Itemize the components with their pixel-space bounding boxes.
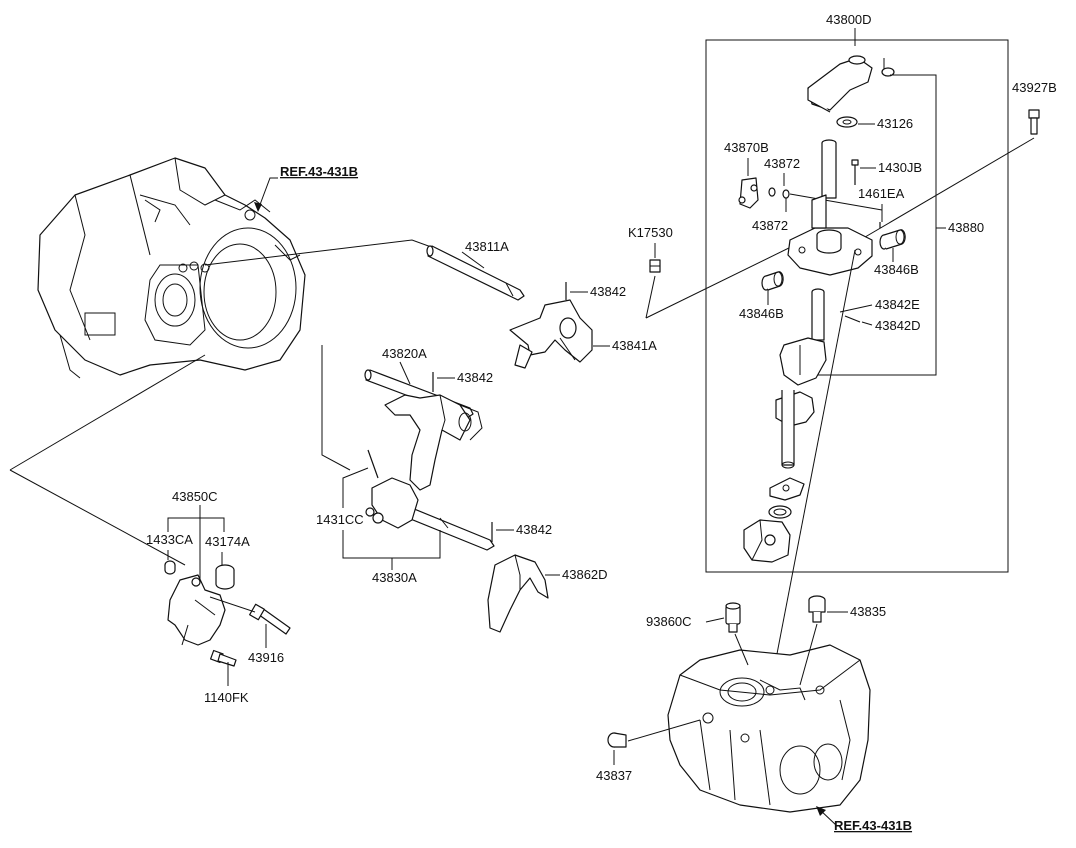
right-transmission-housing [667, 644, 871, 813]
left-transmission-housing [37, 157, 306, 379]
fitting-k17530 [649, 259, 661, 273]
pin-43842e [844, 315, 861, 323]
label-k17530[interactable]: K17530 [628, 225, 673, 240]
pin-1431cc [367, 449, 379, 479]
label-43927b[interactable]: 43927B [1012, 80, 1057, 95]
upper-shaft-cylinder [821, 139, 837, 199]
label-43842-a[interactable]: 43842 [590, 284, 626, 299]
sleeve-43174a [215, 564, 235, 590]
shift-lug-43830a [365, 477, 419, 529]
label-43126[interactable]: 43126 [877, 116, 913, 131]
shift-control-shaft [775, 288, 827, 469]
bolt-43916 [249, 603, 291, 635]
label-43850c[interactable]: 43850C [172, 489, 218, 504]
o-ring-43872-a [768, 187, 776, 197]
shift-rail-43811a [426, 245, 525, 301]
seal-43126 [836, 116, 858, 128]
control-housing-body [787, 194, 873, 276]
spring-clip [768, 505, 792, 519]
label-43870b[interactable]: 43870B [724, 140, 769, 155]
bushing-1433ca [164, 560, 176, 575]
ref-label-top[interactable]: REF.43-431B [280, 164, 358, 179]
label-43820a[interactable]: 43820A [382, 346, 427, 361]
ref-top-leader [257, 177, 278, 211]
shift-fork-43841a [509, 299, 593, 369]
control-lever-43800d [807, 55, 895, 113]
label-43830a[interactable]: 43830A [372, 570, 417, 585]
ref-label-bottom[interactable]: REF.43-431B [834, 818, 912, 833]
plug-43837 [607, 732, 627, 748]
label-43841a[interactable]: 43841A [612, 338, 657, 353]
left-leader [9, 354, 206, 471]
label-43846b-b[interactable]: 43846B [739, 306, 784, 321]
label-43872-b[interactable]: 43872 [752, 218, 788, 233]
interlock-plate [769, 477, 805, 501]
rail-leader-b [321, 345, 351, 471]
label-43811a[interactable]: 43811A [465, 239, 509, 254]
shift-fork-43820a [384, 394, 483, 491]
shift-fork-43862d [487, 554, 549, 633]
bolt-1140fk [209, 649, 237, 667]
label-43842-c[interactable]: 43842 [516, 522, 552, 537]
label-43916[interactable]: 43916 [248, 650, 284, 665]
label-43846b-a[interactable]: 43846B [874, 262, 919, 277]
switch-93860c [725, 602, 741, 633]
label-43842d[interactable]: 43842D [875, 318, 921, 333]
label-43837[interactable]: 43837 [596, 768, 632, 783]
label-1431cc[interactable]: 1431CC [316, 512, 364, 527]
shift-finger-block [743, 519, 791, 563]
o-ring-43872-b [782, 189, 790, 199]
plug-43835 [808, 595, 826, 623]
bracket-43880 [818, 74, 937, 376]
label-43872-a[interactable]: 43872 [764, 156, 800, 171]
label-43174a[interactable]: 43174A [205, 534, 250, 549]
label-43880[interactable]: 43880 [948, 220, 984, 235]
label-43842e[interactable]: 43842E [875, 297, 920, 312]
rail-leader-a [204, 239, 435, 266]
label-1140fk[interactable]: 1140FK [204, 690, 249, 705]
label-1461ea[interactable]: 1461EA [858, 186, 905, 201]
label-93860c[interactable]: 93860C [646, 614, 692, 629]
bracket-43870b [738, 177, 759, 209]
label-43800d[interactable]: 43800D [826, 12, 872, 27]
label-43835[interactable]: 43835 [850, 604, 886, 619]
label-1430jb[interactable]: 1430JB [878, 160, 922, 175]
label-1433ca[interactable]: 1433CA [146, 532, 193, 547]
lever-43850c [167, 574, 226, 646]
label-43842-b[interactable]: 43842 [457, 370, 493, 385]
bushing-43846b-a [879, 229, 906, 250]
label-43862d[interactable]: 43862D [562, 567, 608, 582]
bolt-43927b [1028, 109, 1040, 135]
assembly-box-43880 [705, 39, 1009, 573]
bushing-43846b-b [761, 271, 784, 291]
